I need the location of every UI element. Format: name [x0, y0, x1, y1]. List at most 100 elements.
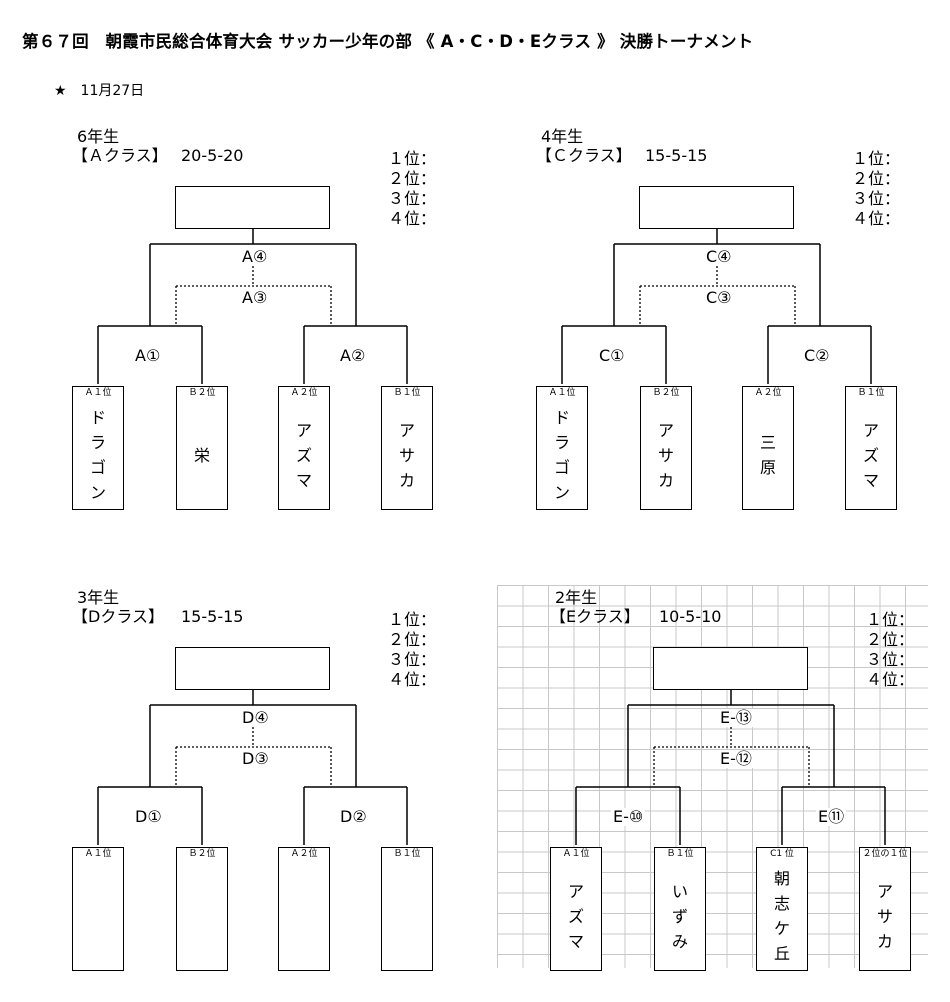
winner-box — [175, 647, 330, 690]
team-box: Ａ２位三原 — [742, 386, 794, 510]
match-format: 15-5-15 — [645, 146, 708, 165]
match-third-label: A③ — [240, 288, 270, 307]
team-name-char: カ — [657, 470, 674, 490]
team-seed: Ａ２位 — [754, 388, 782, 398]
team-seed: C1 位 — [770, 849, 794, 859]
page-title: 第６７回 朝霞市民総合体育大会 サッカー少年の部 《 A・C・D・Eクラス 》 … — [22, 32, 754, 51]
team-seed: Ａ１位 — [562, 849, 590, 859]
match-final-label: E-⑬ — [718, 708, 754, 727]
team-name: 朝志ケ丘 — [757, 866, 807, 966]
team-seed: Ａ１位 — [84, 388, 112, 398]
team-box: Ａ２位アズマ — [278, 386, 330, 510]
team-name: ドラゴン — [73, 405, 123, 505]
rank-3: ３位： — [388, 189, 437, 208]
rank-2: ２位： — [866, 630, 915, 649]
team-name: アサカ — [382, 405, 432, 505]
class-label: 【Ａクラス】 — [72, 146, 168, 165]
team-name-char: ア — [862, 420, 879, 440]
team-name-char: ラ — [553, 433, 570, 452]
team-box: Ｂ１位アサカ — [381, 386, 433, 510]
team-box: C1 位朝志ケ丘 — [756, 847, 808, 971]
team-seed: ２位の１位 — [862, 849, 908, 859]
grade-label: 2年生 — [555, 588, 598, 607]
team-name-char: ゴ — [89, 458, 106, 477]
team-name: アズマ — [846, 405, 896, 505]
rank-2: ２位： — [388, 169, 437, 188]
rank-4: ４位： — [388, 209, 437, 228]
team-name: ドラゴン — [537, 405, 587, 505]
rank-3: ３位： — [866, 650, 915, 669]
team-name-char: ア — [876, 881, 893, 901]
event-date: ★ 11月27日 — [54, 83, 145, 99]
team-name: アサカ — [641, 405, 691, 505]
match-third-label: E-⑫ — [718, 749, 754, 768]
team-name-char: 丘 — [773, 944, 790, 963]
match-final-label: A④ — [240, 247, 270, 266]
team-name-char: ド — [553, 408, 570, 427]
rank-4: ４位： — [388, 670, 437, 689]
bracket-lines — [575, 690, 886, 845]
team-name: アサカ — [860, 866, 910, 966]
class-label: 【Ｃクラス】 — [536, 146, 632, 165]
team-name-char: 三 — [759, 433, 776, 452]
team-name-char: サ — [876, 906, 893, 926]
rank-list: １位：２位：３位：４位： — [388, 610, 436, 690]
rank-1: １位： — [852, 149, 901, 168]
match-semi-right-label: C② — [802, 346, 832, 365]
team-box: Ａ１位アズマ — [550, 847, 602, 971]
match-semi-left-label: C① — [597, 346, 627, 365]
match-semi-right-label: A② — [338, 346, 368, 365]
team-name-char: ズ — [295, 445, 312, 465]
winner-box — [653, 647, 808, 690]
match-format: 10-5-10 — [659, 607, 722, 626]
team-name-char: カ — [876, 931, 893, 951]
rank-4: ４位： — [852, 209, 901, 228]
rank-list: １位：２位：３位：４位： — [852, 149, 900, 229]
team-name — [279, 866, 329, 966]
team-box: Ｂ２位栄 — [176, 386, 228, 510]
match-format: 20-5-20 — [181, 146, 244, 165]
bracket-lines — [561, 229, 872, 384]
bracket-lines — [97, 229, 408, 384]
team-box: Ｂ１位 — [381, 847, 433, 971]
rank-3: ３位： — [852, 189, 901, 208]
team-name: 栄 — [177, 405, 227, 505]
team-seed: Ｂ２位 — [652, 388, 680, 398]
team-seed: Ａ１位 — [84, 849, 112, 859]
team-name-char: 栄 — [193, 445, 210, 465]
team-box: Ｂ１位アズマ — [845, 386, 897, 510]
team-name-char: ゴ — [553, 458, 570, 477]
grade-label: 6年生 — [77, 127, 120, 146]
team-name-char: サ — [398, 445, 415, 465]
team-name: 三原 — [743, 405, 793, 505]
team-name-char: 志 — [773, 894, 790, 913]
team-name-char: ア — [567, 881, 584, 901]
rank-1: １位： — [866, 610, 915, 629]
rank-list: １位：２位：３位：４位： — [866, 610, 914, 690]
match-semi-right-label: D② — [338, 807, 369, 826]
team-name-char: サ — [657, 445, 674, 465]
rank-2: ２位： — [852, 169, 901, 188]
team-name-char: ア — [295, 420, 312, 440]
team-box: Ａ１位 — [72, 847, 124, 971]
grade-label: 4年生 — [541, 127, 584, 146]
team-name-char: マ — [567, 931, 584, 951]
team-name-char: ケ — [773, 919, 790, 938]
match-format: 15-5-15 — [181, 607, 244, 626]
team-name-char: ラ — [89, 433, 106, 452]
team-name-char: マ — [862, 470, 879, 490]
team-box: Ａ１位ドラゴン — [536, 386, 588, 510]
team-name-char: ず — [671, 906, 688, 926]
team-name-char: マ — [295, 470, 312, 490]
team-seed: Ｂ１位 — [393, 388, 421, 398]
team-seed: Ａ１位 — [548, 388, 576, 398]
winner-box — [639, 186, 794, 229]
team-seed: Ｂ１位 — [666, 849, 694, 859]
team-name-char: ア — [398, 420, 415, 440]
match-final-label: C④ — [704, 247, 734, 266]
team-name-char: み — [671, 931, 688, 951]
